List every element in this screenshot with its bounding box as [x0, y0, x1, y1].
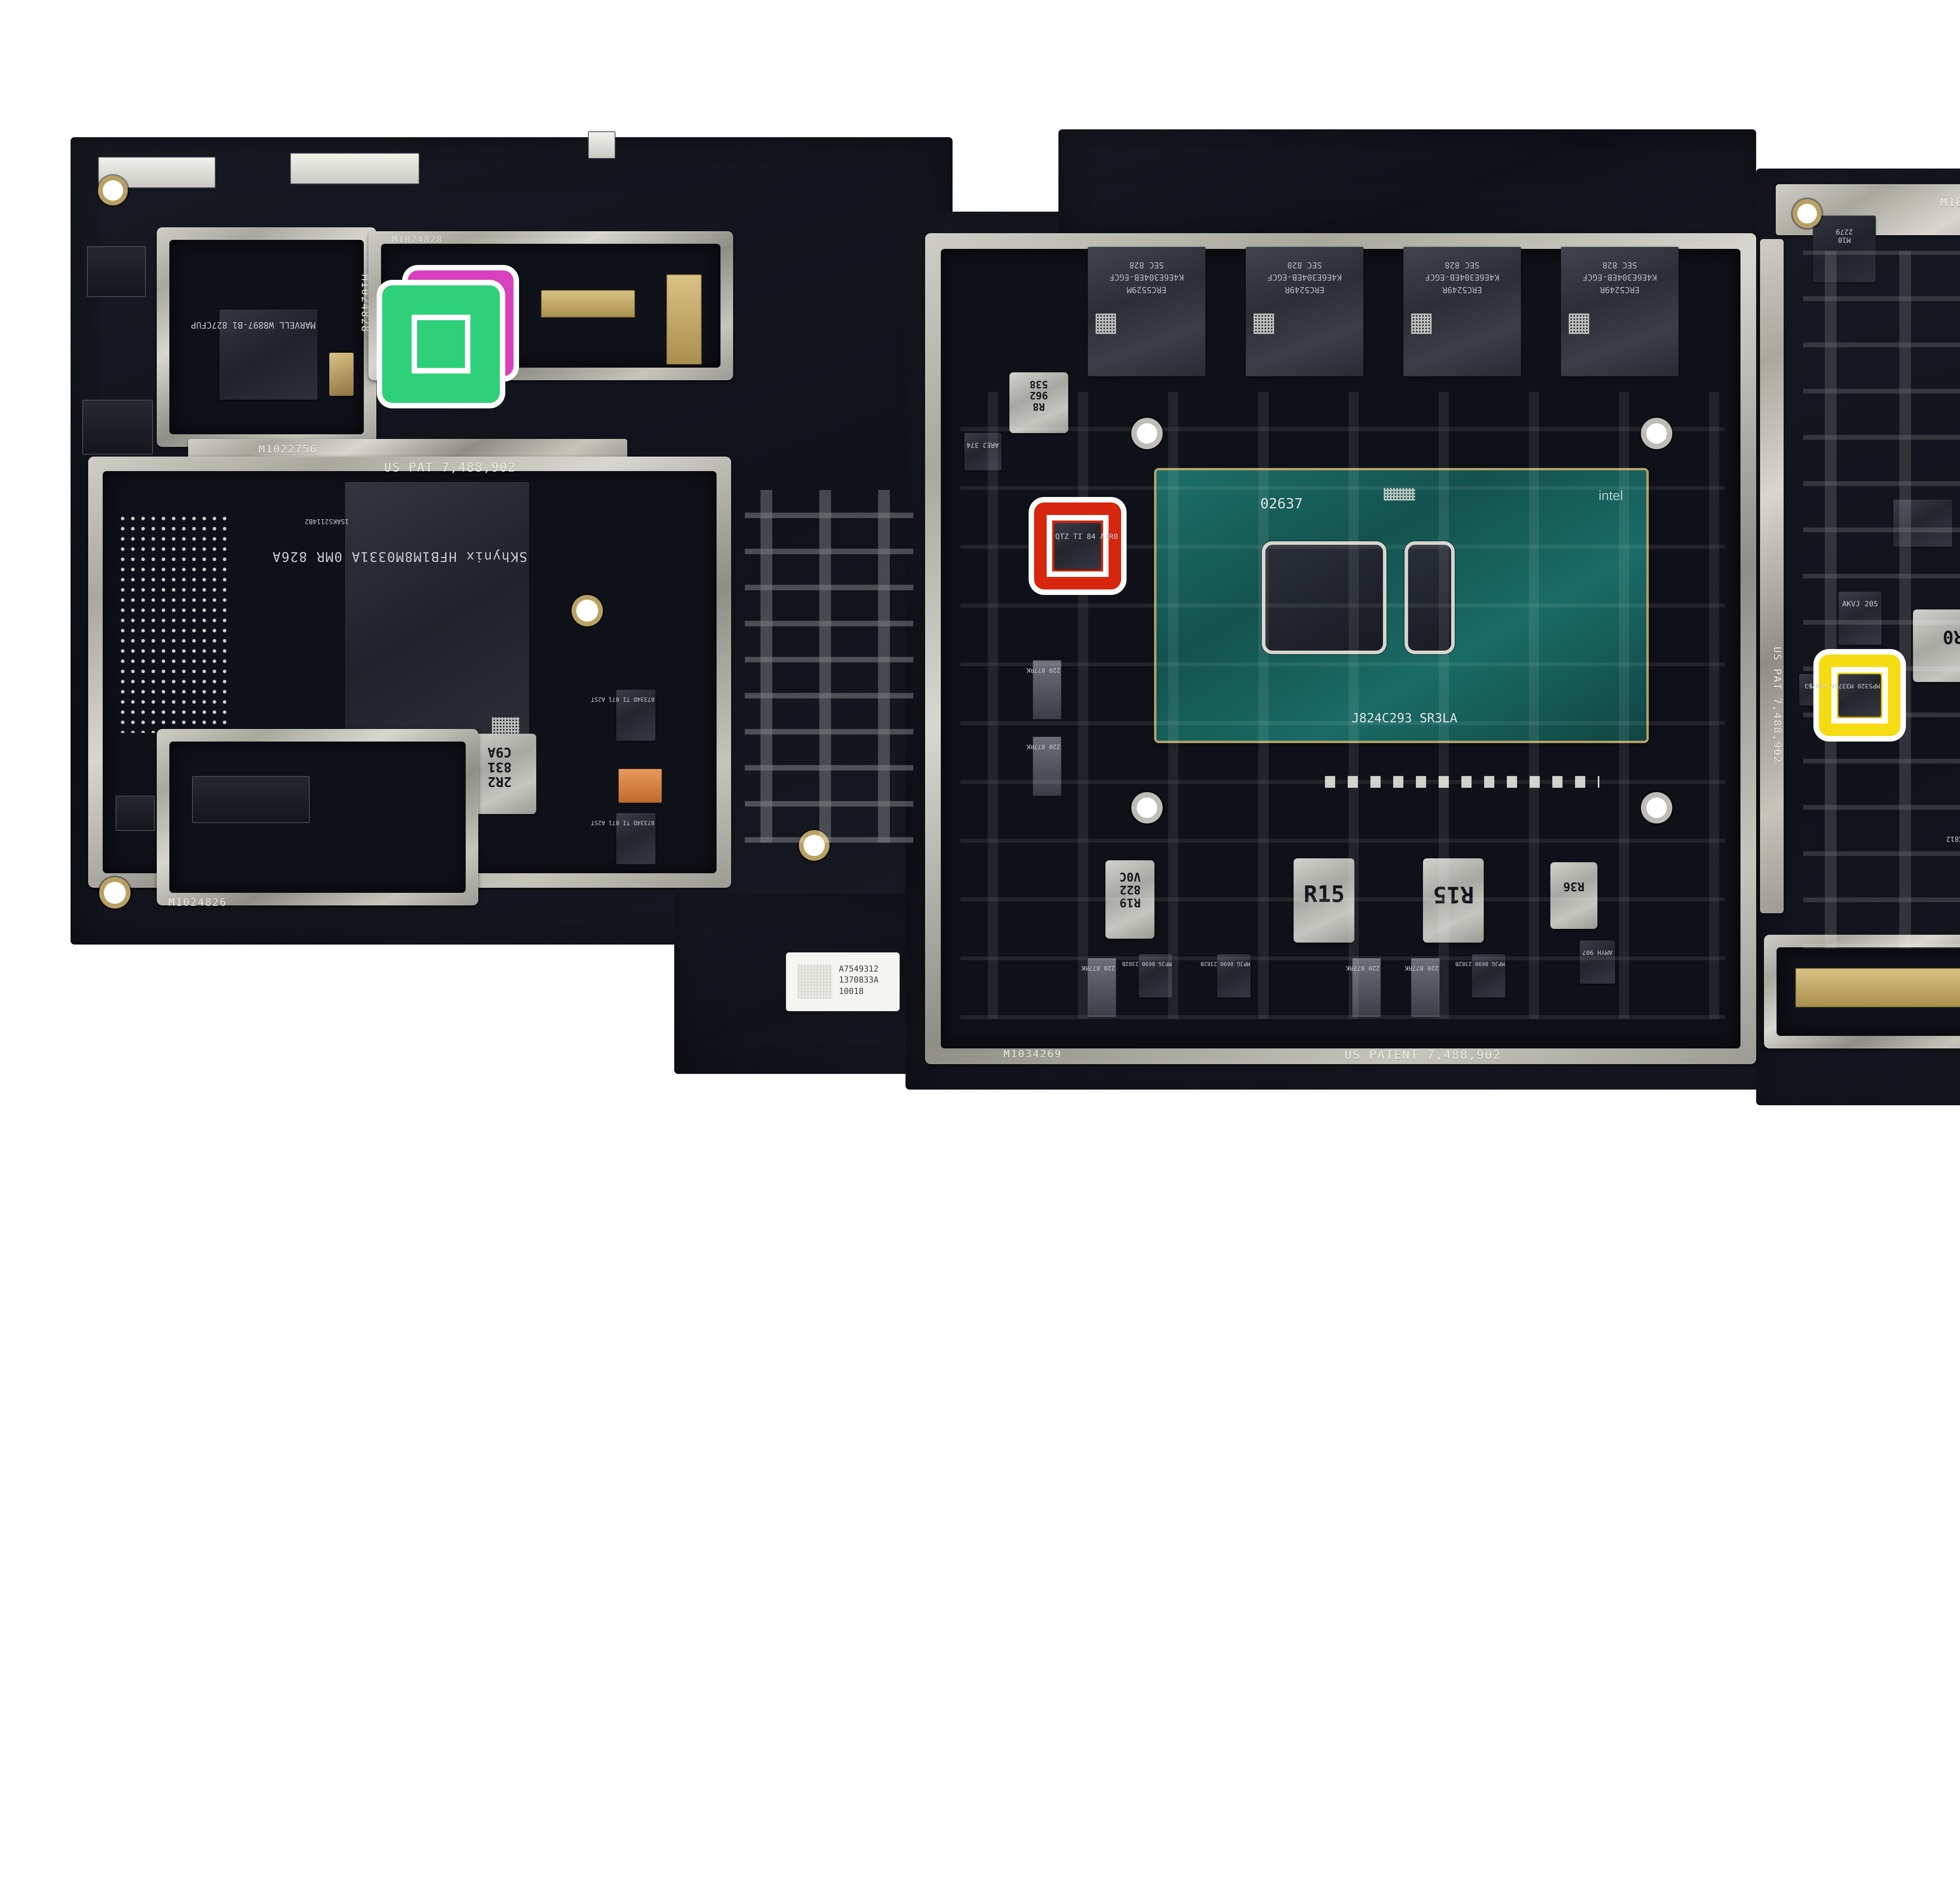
- pcb-center-top-ext: [1058, 129, 1756, 247]
- chip-87334d-b: [616, 813, 655, 864]
- screw-hole-left-top: [103, 180, 123, 201]
- chip-amyh: [1580, 941, 1615, 984]
- right-fpc-connector-real: [1795, 968, 1960, 1007]
- cpu-secondary-die: [1408, 545, 1451, 651]
- inductor-r19: [1105, 860, 1154, 939]
- annotation-hole-red: [1047, 515, 1109, 577]
- annotation-box-green[interactable]: [382, 285, 500, 403]
- shield-mark-lowerleft: M1024826: [169, 897, 227, 908]
- smd-row-center-bot: [1325, 776, 1599, 788]
- marvell-wifi-label: MARVELL W8897-B1 827CFUP: [191, 319, 316, 330]
- screw-hole-cpu-br: [1646, 798, 1667, 818]
- inductor-r15a: [1294, 858, 1354, 943]
- chip-mps320-label: MPS320 M3376A 388263: [1804, 682, 1880, 690]
- shield-mark-cpu-bot: US PATENT 7,488,902: [1345, 1048, 1502, 1062]
- touchpad-connector: [87, 246, 146, 297]
- cap-220-e: [1411, 958, 1439, 1017]
- shield-mark-right-side: US PAT 7,488,902: [1771, 647, 1783, 764]
- shield-mark-antenna: M1024828: [392, 235, 443, 245]
- ram-chip-3: [1403, 247, 1521, 376]
- screw-hole-center-tr: [1797, 204, 1817, 223]
- bga-pad-array: [118, 513, 231, 733]
- pcb-sticker-datamatrix: [798, 964, 832, 999]
- lowerleft-fpc-connector: [192, 776, 310, 823]
- lowerleft-small-connector: [116, 796, 155, 831]
- chip-87334d-a: [616, 690, 655, 741]
- battery-connector-right: [290, 153, 419, 184]
- cap-220-c: [1088, 958, 1116, 1017]
- screw-hole-cpu-tl: [1137, 423, 1157, 444]
- chip-akvj-label: AKVJ 205: [1839, 600, 1881, 608]
- annotation-hole-green: [412, 315, 470, 374]
- screw-hole-left-mid: [104, 882, 126, 904]
- ram-chip-2: [1246, 247, 1363, 376]
- screw-hole-left-ssd: [576, 600, 598, 622]
- intel-logo: intel: [1599, 488, 1623, 503]
- ram-chip-4: [1561, 247, 1679, 376]
- inductor-r36: [1550, 862, 1597, 929]
- ram-chip-3-label: ERC5249R K4E6E304EB-EGCF SEC 828: [1425, 260, 1499, 295]
- chip-mpjg-c: [1472, 954, 1505, 997]
- annotation-hole-yellow: [1831, 667, 1888, 724]
- shield-mark-topleft: M1022756: [259, 444, 318, 455]
- shield-mark-right-top: M1022779: [1940, 196, 1960, 209]
- inductor-r15b: [1423, 858, 1484, 943]
- inductor-r15a-label: R15: [1303, 881, 1345, 907]
- connector-top-3: [588, 131, 615, 159]
- cap-220-a: [1033, 660, 1061, 719]
- display-fpc-connector-a: [541, 290, 635, 317]
- inductor-1r0: [1913, 609, 1960, 682]
- cap-220-b: [1033, 737, 1061, 796]
- smd-field-center: [960, 392, 1725, 1019]
- marvell-wifi-chip: [220, 310, 318, 400]
- cpu-main-die: [1265, 545, 1383, 651]
- shield-mark-storage: US PAT 7,488,902: [384, 461, 516, 475]
- sk-hynix-side-code: 1SAKS2114B2: [305, 517, 349, 526]
- keyboard-connector: [82, 400, 153, 455]
- chip-right-large-b: [1813, 216, 1876, 282]
- chip-arej: [964, 433, 1002, 470]
- chip-qtz-ti-84-label: QTZ TI 84 A4R8: [1055, 532, 1118, 541]
- chip-mpjg-a: [1139, 954, 1172, 997]
- screw-hole-left-bot: [804, 835, 825, 856]
- ram-chip-3-datamatrix: [1411, 314, 1432, 334]
- display-fpc-connector-b: [666, 274, 702, 364]
- tantalum-cap-orange: [619, 769, 662, 803]
- chip-87334d-b-label: 87334D TI 871 A2ST: [591, 819, 655, 827]
- wifi-crystal: [329, 353, 354, 396]
- cpu-substrate-code: 02637: [1260, 496, 1303, 512]
- chip-right-misc-1: [1893, 500, 1952, 547]
- sk-hynix-label: SKhynix HFB1M8M0331A 0MR 826A: [272, 549, 527, 565]
- ram-chip-4-datamatrix: [1569, 314, 1589, 334]
- cap-220-d: [1352, 958, 1381, 1017]
- smd-field-left: [745, 490, 913, 843]
- chip-mpjg-b: [1217, 954, 1250, 997]
- chip-87334d-a-label: 87334D TI 871 A2ST: [591, 696, 655, 703]
- ram-chip-4-label: ERC5249R K4E6E304EB-EGCF SEC 828: [1583, 260, 1657, 295]
- screw-hole-cpu-tr: [1646, 423, 1667, 444]
- shield-mark-cpu-left: M1034269: [1004, 1048, 1062, 1060]
- shield-right-side: [1760, 239, 1784, 913]
- ram-chip-1: [1088, 247, 1205, 376]
- smd-field-right: [1803, 251, 1960, 948]
- chip-akvj: [1838, 592, 1882, 645]
- ram-chip-2-label: ERC5249R K4E6E304EB-EGCF SEC 828: [1267, 260, 1342, 295]
- chip-mps320: [1838, 674, 1881, 716]
- ram-chip-1-datamatrix: [1096, 314, 1116, 334]
- inductor-r8: [1009, 372, 1068, 433]
- screw-hole-cpu-bl: [1137, 798, 1157, 818]
- chip-qtz-ti-84: [1054, 523, 1101, 569]
- ram-chip-2-datamatrix: [1254, 314, 1274, 334]
- pcb-sticker-text: A7549312 1370833A 10018: [839, 964, 879, 996]
- intel-cpu-package: [1156, 470, 1646, 741]
- ram-chip-1-label: ERC5529M K4E6E304EB-EGCF SEC 828: [1109, 260, 1184, 295]
- cpu-datamatrix: [1384, 488, 1415, 500]
- cpu-part-code: J824C293 SR3LA: [1352, 711, 1457, 725]
